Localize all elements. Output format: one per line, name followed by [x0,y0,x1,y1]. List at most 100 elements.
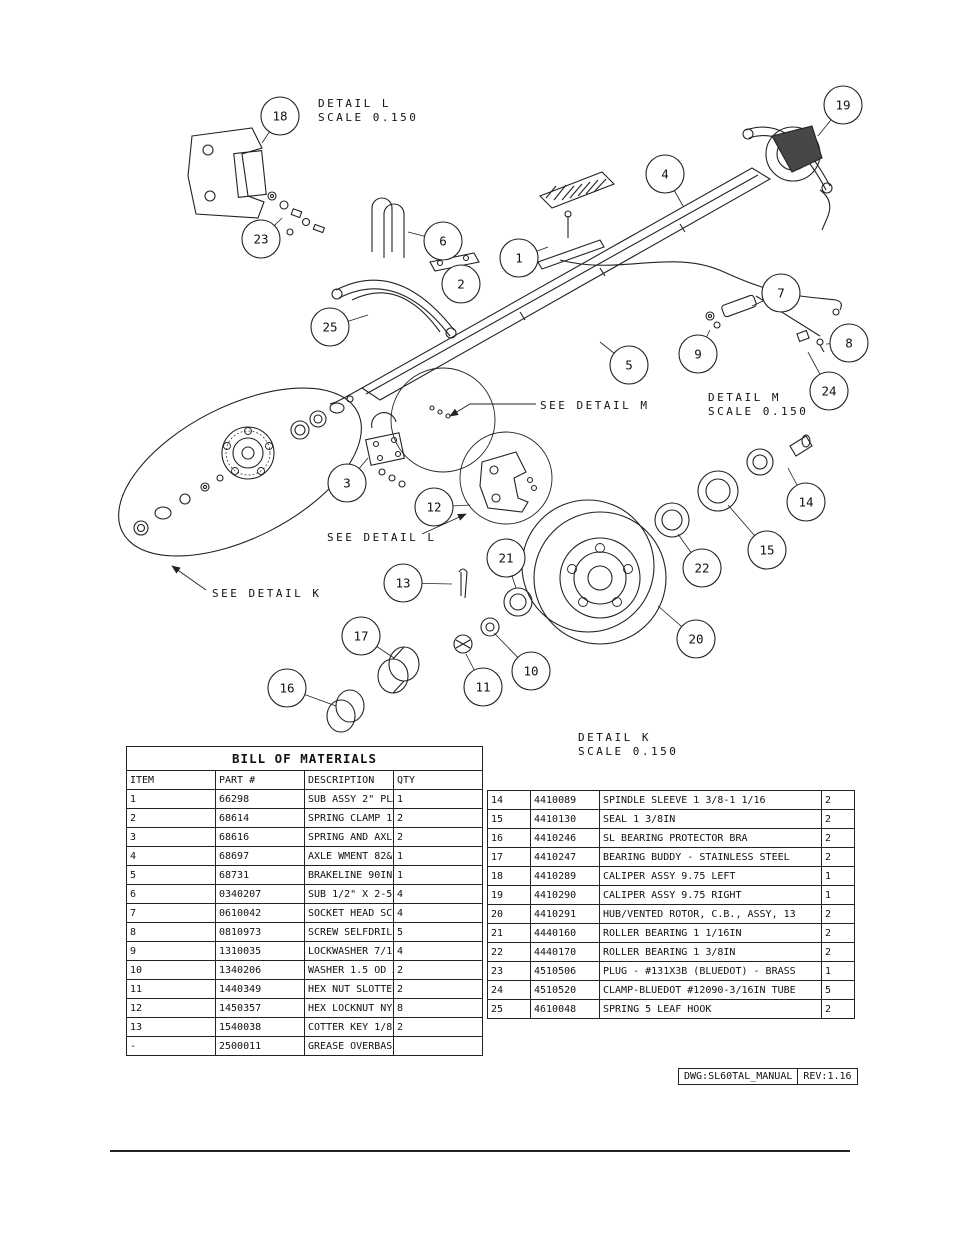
balloon-11: 11 [463,653,503,707]
drawing-number: DWG:SL60TAL_MANUAL [678,1068,799,1085]
balloon-5: 5 [599,341,649,385]
svg-text:7: 7 [777,286,785,301]
svg-text:16: 16 [279,681,294,696]
label-see-detail-k: SEE DETAIL K [212,587,321,600]
svg-text:5: 5 [625,358,633,373]
balloon-15: 15 [727,504,787,570]
svg-text:19: 19 [835,98,850,113]
balloon-6: 6 [407,221,463,261]
balloon-4: 4 [645,154,685,207]
svg-text:17: 17 [353,629,368,644]
balloon-12: 12 [414,487,471,527]
balloon-7: 7 [751,273,801,313]
balloon-17: 17 [341,616,395,659]
svg-text:3: 3 [343,476,351,491]
svg-text:13: 13 [395,576,410,591]
svg-text:1: 1 [515,251,523,266]
svg-text:21: 21 [498,551,513,566]
svg-text:4: 4 [661,167,669,182]
bom-title: BILL OF MATERIALS [126,746,483,771]
svg-text:23: 23 [253,232,268,247]
balloon-16: 16 [267,668,337,708]
svg-text:11: 11 [475,680,490,695]
revision-number: REV:1.16 [798,1068,858,1085]
svg-text:25: 25 [322,320,337,335]
balloon-10: 10 [493,632,551,691]
svg-text:15: 15 [759,543,774,558]
balloon-18: 18 [260,96,300,144]
balloon-2: 2 [441,264,481,304]
pointer-arrows [171,403,536,591]
page-footer-rule [110,1150,850,1152]
balloon-25: 25 [310,307,369,347]
bom-header-cell: PART # [215,770,305,790]
balloon-19: 19 [817,85,863,137]
svg-text:2: 2 [457,277,465,292]
svg-text:24: 24 [821,384,836,399]
bom-header-cell: ITEM [126,770,216,790]
balloon-22: 22 [677,533,722,588]
label-see-detail-l: SEE DETAIL L [327,531,436,544]
label-see-detail-m: SEE DETAIL M [540,399,649,412]
svg-text:22: 22 [694,561,709,576]
balloon-14: 14 [786,467,826,522]
balloon-13: 13 [383,563,453,603]
title-block: DWG:SL60TAL_MANUAL REV:1.16 [678,1068,858,1085]
svg-text:14: 14 [798,495,813,510]
balloon-9: 9 [678,329,718,374]
svg-text:12: 12 [426,500,441,515]
balloon-3: 3 [327,457,369,503]
svg-text:10: 10 [523,664,538,679]
svg-text:8: 8 [845,336,853,351]
balloon-24: 24 [807,351,849,411]
bom-header-cell: DESCRIPTION [304,770,394,790]
balloon-23: 23 [241,217,283,259]
axle-assembly-linework [118,125,842,733]
svg-text:18: 18 [272,109,287,124]
balloon-1: 1 [499,238,549,278]
svg-text:9: 9 [694,347,702,362]
svg-text:6: 6 [439,234,447,249]
balloon-8: 8 [825,323,869,363]
balloon-20: 20 [657,605,716,659]
balloon-21: 21 [486,538,526,589]
svg-text:20: 20 [688,632,703,647]
